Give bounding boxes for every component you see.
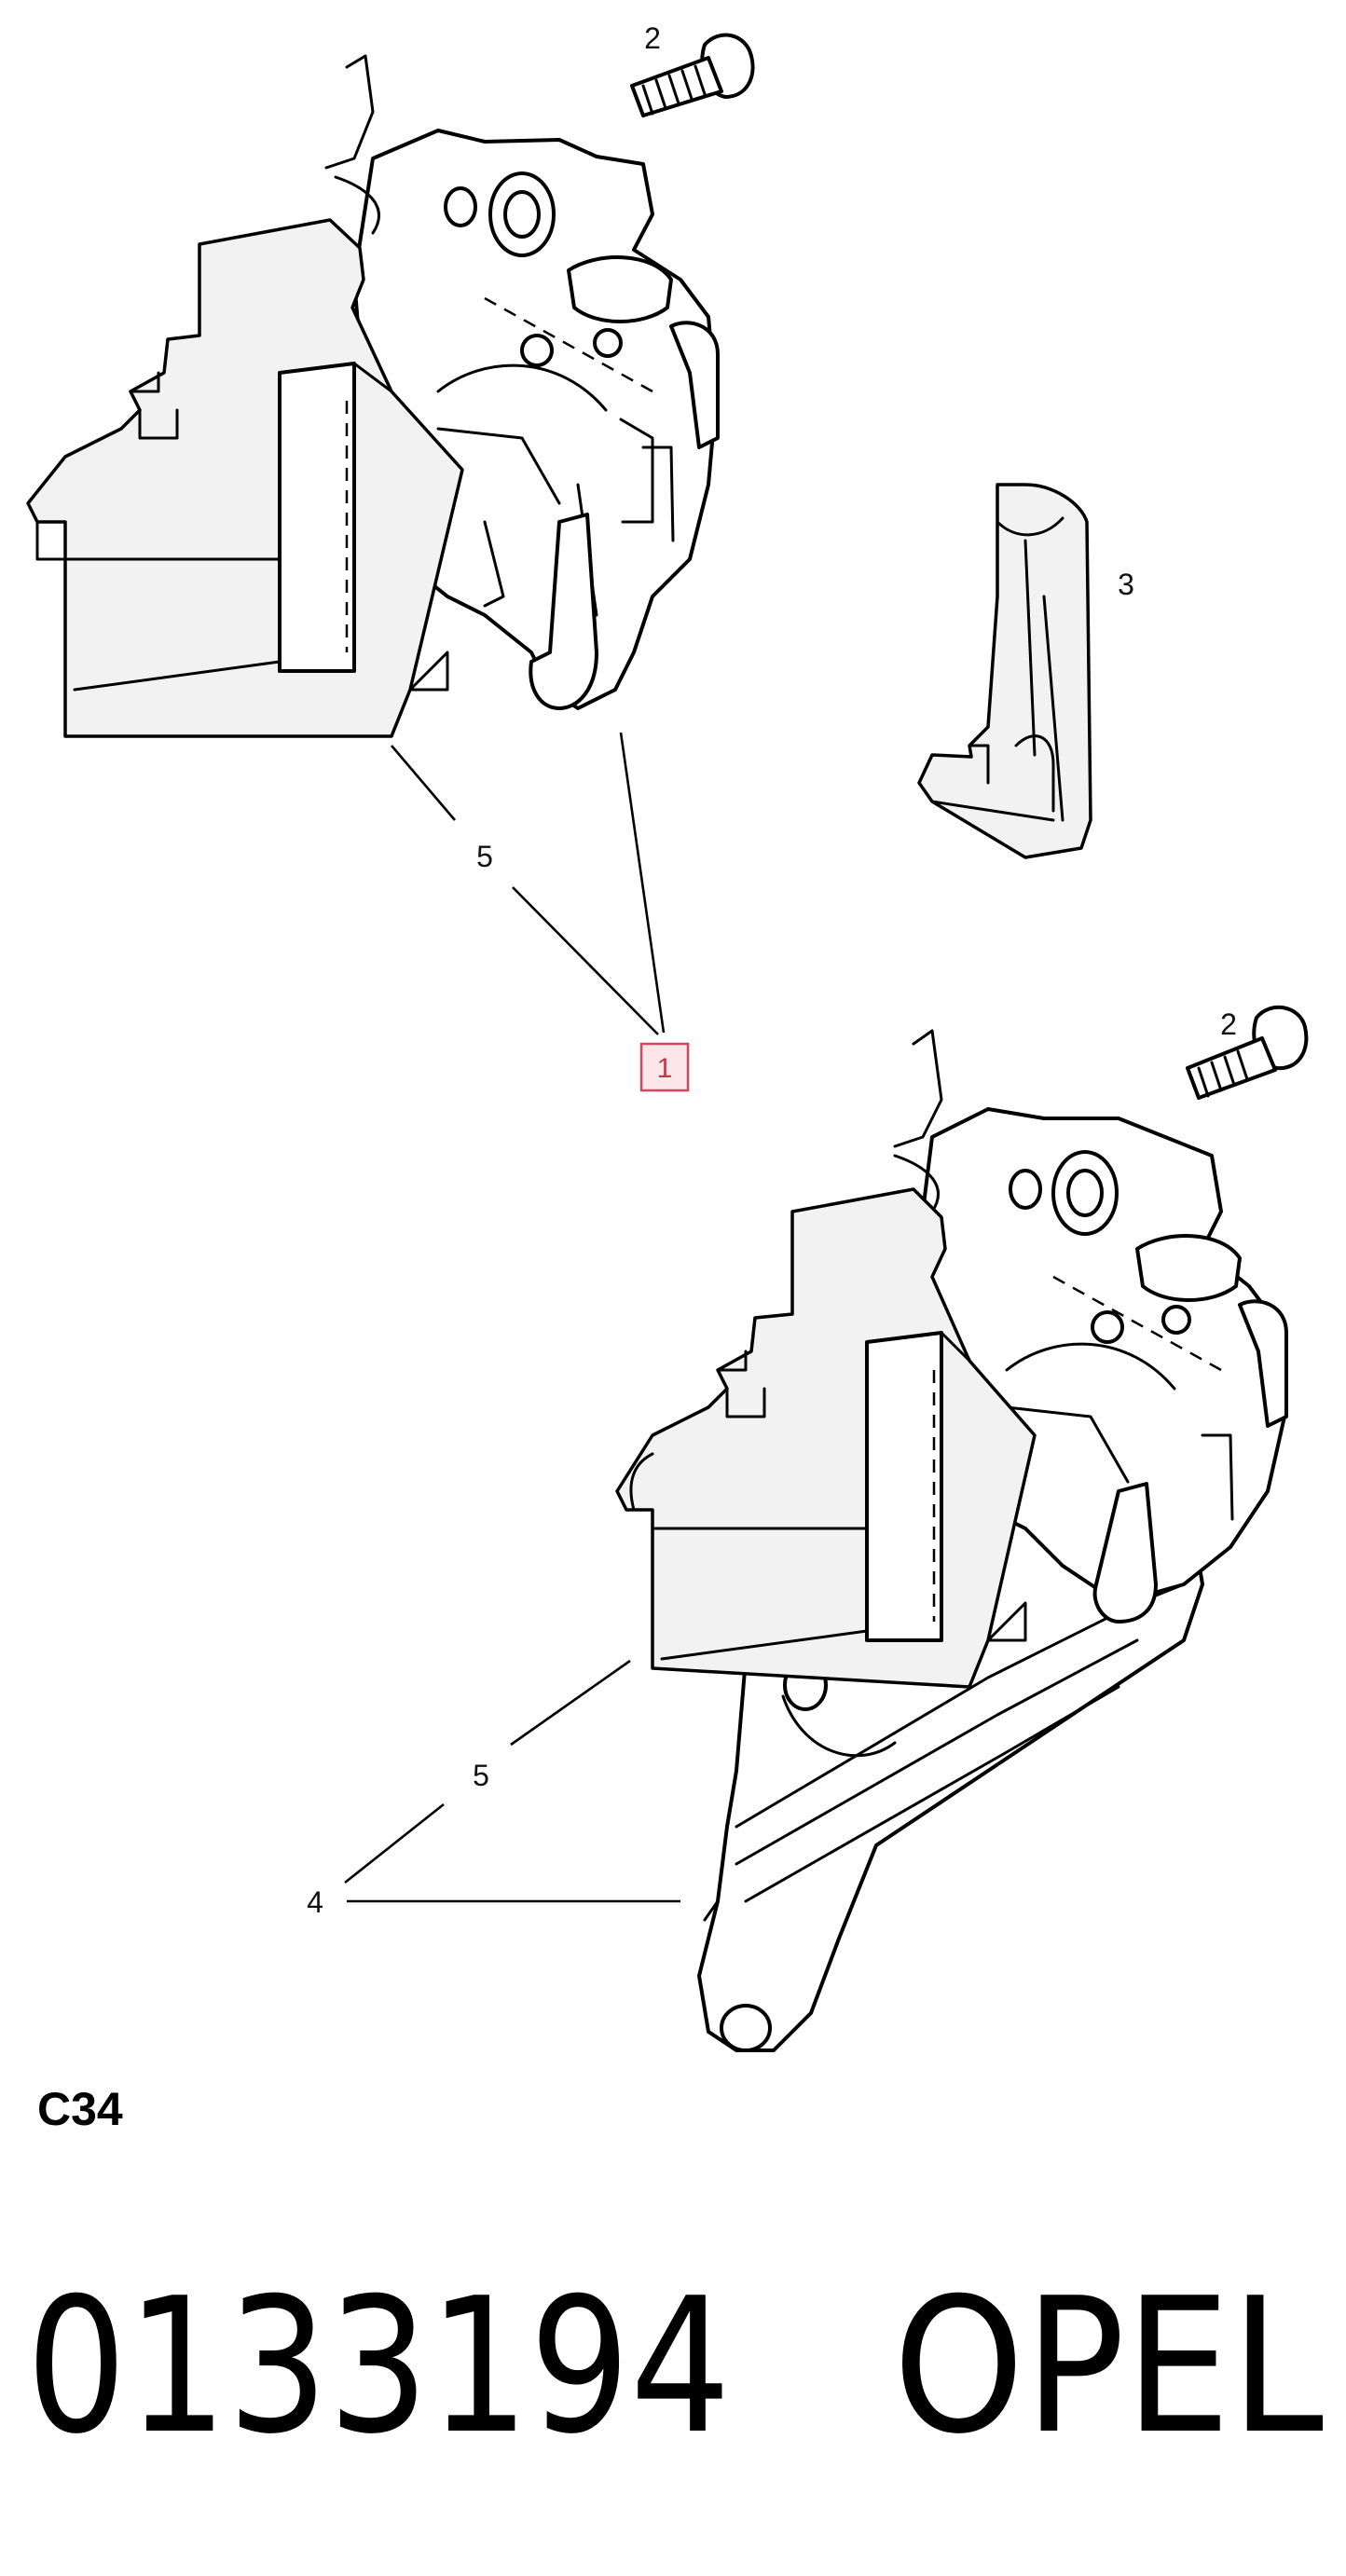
screw-icon <box>630 33 755 117</box>
bottom-leader-lines <box>344 1659 680 1903</box>
callout-screw-top: 2 <box>644 21 661 55</box>
callout-bracket-bottom: 4 <box>307 1885 323 1919</box>
callout-lock-bottom: 5 <box>473 1759 489 1792</box>
lock-housing-icon <box>615 1187 1037 1689</box>
callout-part-1[interactable]: 1 <box>657 1053 673 1084</box>
lock-assembly-icon <box>324 54 720 710</box>
highlight-box[interactable] <box>639 1042 690 1092</box>
lock-housing-icon <box>26 218 464 738</box>
callout-bracket-cover: 3 <box>1118 568 1134 601</box>
top-leader-lines <box>391 732 666 1035</box>
brand-name: OPEL <box>893 2258 1324 2475</box>
bracket-cover-icon <box>917 483 1092 859</box>
screw-icon <box>1186 1005 1309 1100</box>
callout-lock-top: 5 <box>476 840 493 873</box>
diagram-code: C34 <box>37 2083 123 2135</box>
highlighted-part-callout[interactable]: 1 <box>639 1042 690 1092</box>
callout-screw-bottom: 2 <box>1220 1007 1237 1041</box>
part-number: 0133194 <box>26 2258 731 2475</box>
